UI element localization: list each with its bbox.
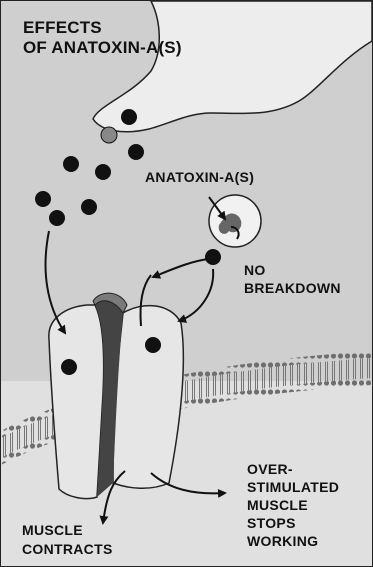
label-overstimulated-line-5: WORKING bbox=[247, 532, 318, 551]
label-anatoxin: ANATOXIN-A(S) bbox=[145, 168, 254, 187]
label-no-breakdown-line-2: BREAKDOWN bbox=[244, 279, 341, 298]
anatoxin-cholinesterase-complex bbox=[205, 195, 261, 265]
label-muscle-contracts-line-2: CONTRACTS bbox=[22, 540, 113, 559]
diagram-title-line-1: EFFECTS bbox=[23, 18, 102, 37]
acetylcholine-receptor bbox=[49, 293, 184, 498]
label-overstimulated-line-3: MUSCLE bbox=[247, 496, 308, 515]
label-muscle-contracts-line-1: MUSCLE bbox=[22, 521, 83, 540]
label-overstimulated-line-4: STOPS bbox=[247, 514, 296, 533]
label-overstimulated-line-1: OVER- bbox=[247, 460, 293, 479]
label-overstimulated-line-2: STIMULATED bbox=[247, 478, 339, 497]
diagram-title-line-2: OF ANATOXIN-A(S) bbox=[23, 38, 182, 57]
label-no-breakdown-line-1: NO bbox=[244, 261, 266, 280]
